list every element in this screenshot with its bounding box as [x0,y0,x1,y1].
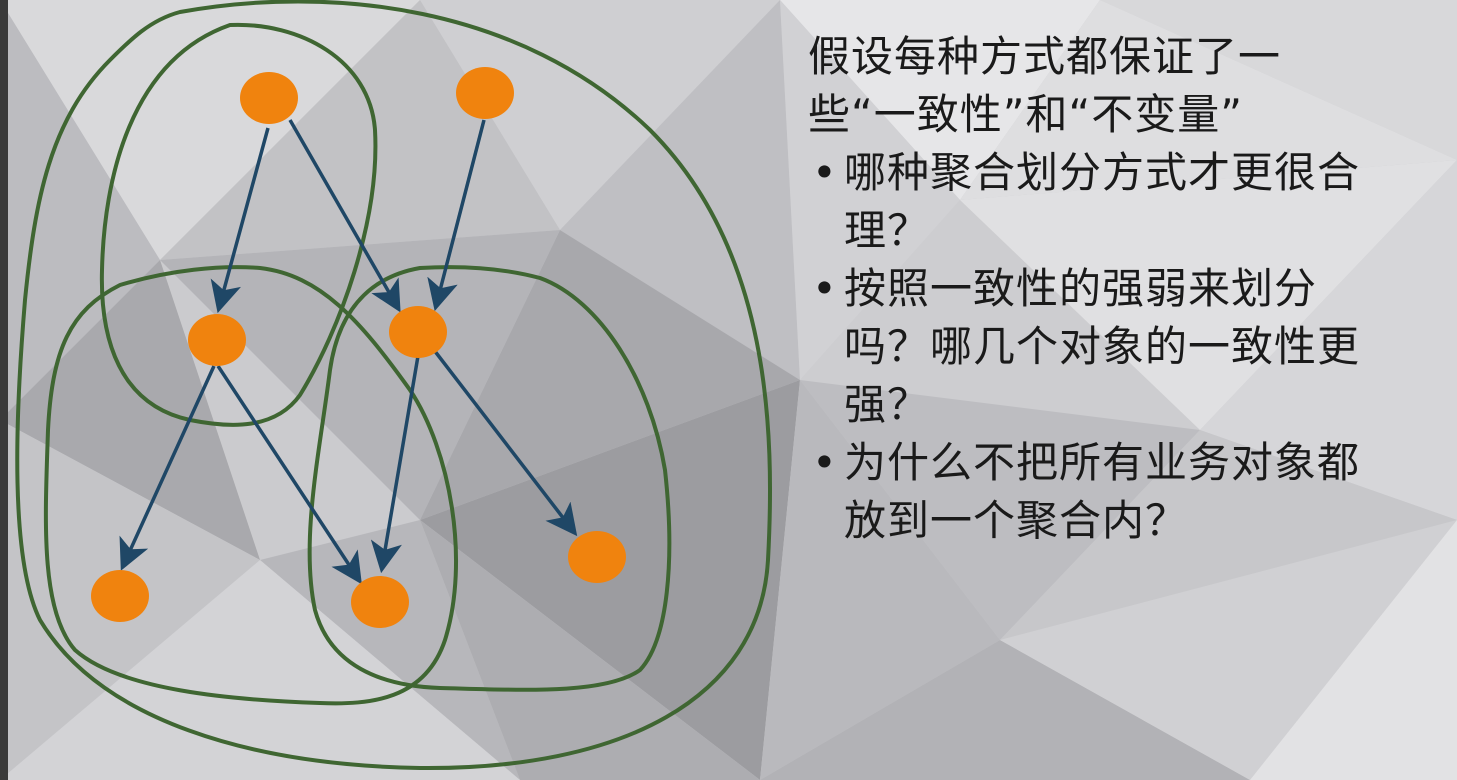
node-d [389,306,447,358]
edge-a-c [210,127,270,314]
bullet-dot-icon: • [812,264,838,313]
aggregate-diagram [15,0,773,771]
edge-c-f [216,365,362,585]
aggregate-boundary-c-e-f [43,265,459,706]
edge-c-e [119,365,216,571]
node-g [568,531,626,583]
question-list: • 哪种聚合划分方式才更很合理？ • 按照一致性的强弱来划分吗？哪几个对象的一致… [808,144,1408,550]
node-b [456,67,514,119]
node-e [91,570,149,622]
question-item: • 哪种聚合划分方式才更很合理？ [808,144,1384,260]
node-a [240,72,298,124]
node-c [188,314,246,366]
slide-heading: 假设每种方式都保证了一些“一致性”和“不变量” [808,32,1282,139]
aggregate-boundary-all-objects [15,0,773,771]
question-text: 哪种聚合划分方式才更很合理？ [844,148,1361,255]
edge-a-d [288,119,401,313]
question-text: 为什么不把所有业务对象都放到一个聚合内？ [844,438,1361,545]
edge-b-d [427,119,486,312]
bullet-dot-icon: • [812,148,838,197]
question-item: • 按照一致性的强弱来划分吗？哪几个对象的一致性更强？ [808,260,1384,434]
question-text: 按照一致性的强弱来划分吗？哪几个对象的一致性更强？ [844,264,1361,429]
aggregate-boundary-d-f-g [307,265,672,692]
question-item: • 为什么不把所有业务对象都放到一个聚合内？ [808,434,1384,550]
bullet-dot-icon: • [812,438,838,487]
aggregate-boundary-a-c [99,22,378,427]
slide-text: 假设每种方式都保证了一些“一致性”和“不变量” • 哪种聚合划分方式才更很合理？… [808,28,1408,550]
edge-d-g [432,348,578,537]
node-f [351,576,409,628]
edge-d-f [370,355,420,574]
